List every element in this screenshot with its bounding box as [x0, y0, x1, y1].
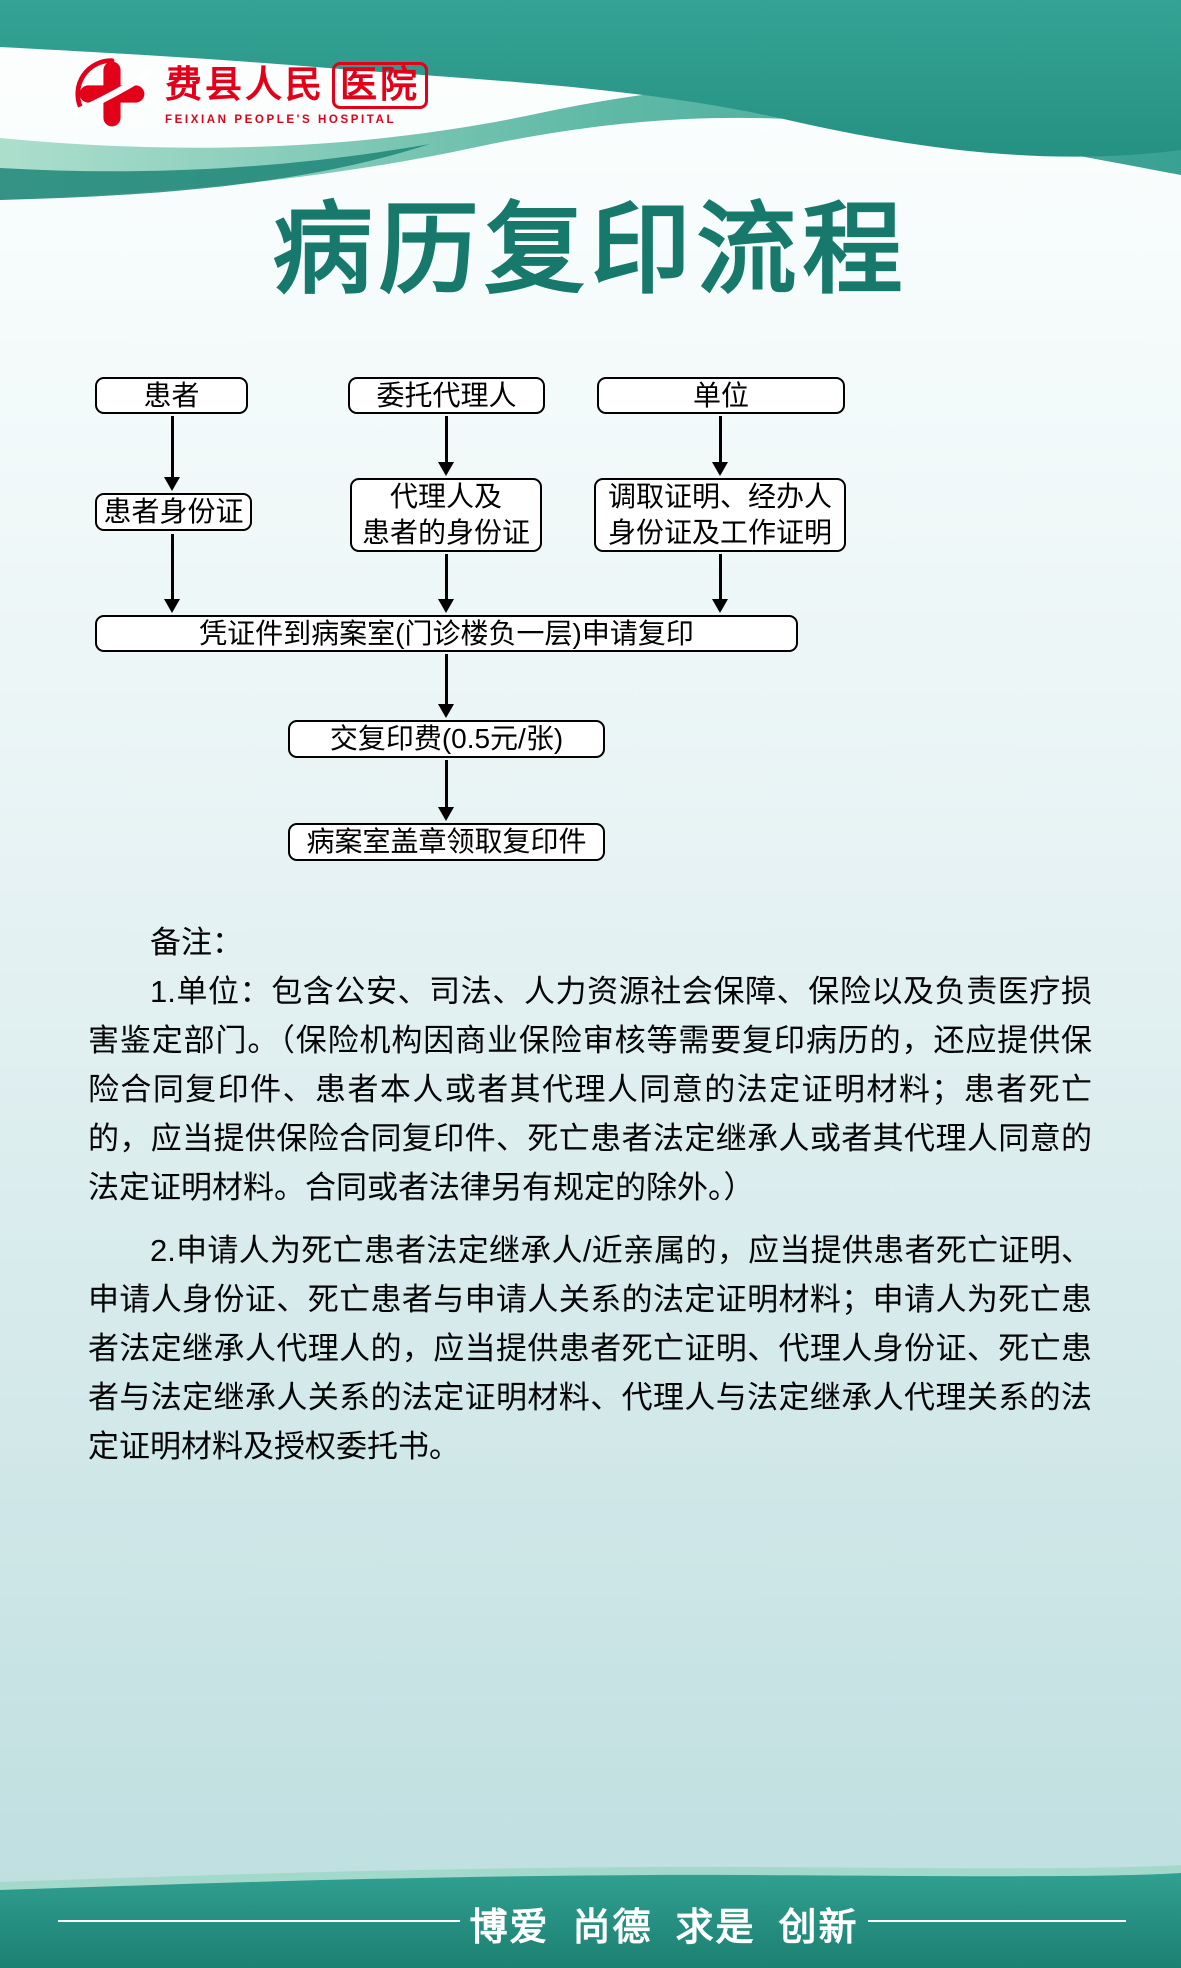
flow-box-unit: 单位: [597, 377, 845, 414]
flow-box-agent: 委托代理人: [348, 377, 545, 414]
header-wave-dark-accent: [0, 144, 430, 200]
arrow-head-icon: [164, 599, 180, 613]
arrow-shaft: [444, 760, 448, 808]
arrow-head-icon: [438, 599, 454, 613]
arrow-shaft: [170, 534, 174, 600]
motto-divider-right: [868, 1920, 1126, 1922]
arrow-shaft: [170, 416, 174, 478]
flow-box-collect: 病案室盖章领取复印件: [288, 823, 605, 861]
flow-arrow-agent: [438, 416, 454, 476]
notes-section: 备注： 1.单位：包含公安、司法、人力资源社会保障、保险以及负责医疗损害鉴定部门…: [88, 918, 1092, 1471]
notes-paragraph-2: 2.申请人为死亡患者法定继承人/近亲属的，应当提供患者死亡证明、申请人身份证、死…: [88, 1233, 1092, 1464]
flow-box-apply: 凭证件到病案室(门诊楼负一层)申请复印: [95, 615, 798, 652]
flow-arrow-patient-id: [164, 534, 180, 613]
arrow-shaft: [444, 554, 448, 600]
flow-box-patient: 患者: [95, 377, 248, 414]
header-wave: [0, 0, 1181, 200]
arrow-head-icon: [438, 704, 454, 718]
flow-box-unit-docs: 调取证明、经办人 身份证及工作证明: [594, 478, 846, 552]
arrow-head-icon: [164, 477, 180, 491]
hospital-motto: 博爱 尚德 求是 创新: [469, 1907, 859, 1949]
flow-arrow-fee-to-collect: [438, 760, 454, 821]
flow-arrow-patient: [164, 416, 180, 491]
flow-box-patient-id: 患者身份证: [95, 493, 252, 531]
arrow-shaft: [444, 416, 448, 463]
notes-heading: 备注：: [150, 925, 243, 960]
arrow-shaft: [444, 654, 448, 705]
flow-arrow-unit-docs: [712, 554, 728, 613]
page-title: 病历复印流程: [272, 194, 909, 306]
header-wave-band: [0, 0, 1181, 157]
hospital-name-cn: 费县人民 医院: [165, 62, 428, 109]
flow-box-agent-id: 代理人及 患者的身份证: [350, 478, 542, 552]
hospital-name-block: 费县人民 医院 FEIXIAN PEOPLE'S HOSPITAL: [165, 62, 428, 126]
hospital-name-cn-boxed: 医院: [332, 62, 428, 109]
flow-arrow-agent-id: [438, 554, 454, 613]
arrow-head-icon: [438, 462, 454, 476]
hospital-name-cn-main: 费县人民: [165, 64, 325, 106]
hospital-logo-icon: [72, 54, 152, 134]
footer-wave-band: [0, 1873, 1181, 1968]
flow-box-fee: 交复印费(0.5元/张): [288, 720, 605, 758]
flow-arrow-unit: [712, 416, 728, 476]
arrow-head-icon: [712, 462, 728, 476]
flow-arrow-apply-to-fee: [438, 654, 454, 718]
hospital-logo: 费县人民 医院 FEIXIAN PEOPLE'S HOSPITAL: [72, 54, 428, 134]
motto-divider-left: [58, 1920, 460, 1922]
arrow-shaft: [718, 554, 722, 600]
arrow-head-icon: [712, 599, 728, 613]
notes-paragraph-1: 1.单位：包含公安、司法、人力资源社会保障、保险以及负责医疗损害鉴定部门。（保险…: [88, 974, 1092, 1205]
hospital-name-en: FEIXIAN PEOPLE'S HOSPITAL: [165, 113, 397, 126]
arrow-shaft: [718, 416, 722, 463]
arrow-head-icon: [438, 807, 454, 821]
footer-wave: [0, 1865, 1181, 1968]
